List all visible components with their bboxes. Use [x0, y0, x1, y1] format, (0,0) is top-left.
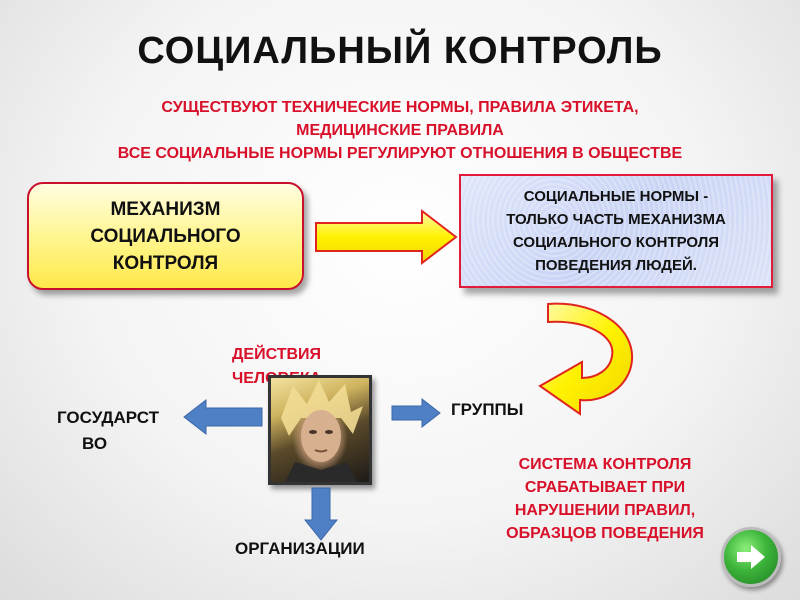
control-line-4: ОБРАЗЦОВ ПОВЕДЕНИЯ [506, 525, 704, 542]
next-slide-button[interactable] [721, 527, 781, 587]
norms-line-4: ПОВЕДЕНИЯ ЛЮДЕЙ. [535, 257, 697, 274]
person-portrait [268, 375, 372, 485]
subtitle-line-2: МЕДИЦИНСКИЕ ПРАВИЛА [296, 122, 504, 139]
state-line-1: ГОСУДАРСТ [57, 408, 159, 427]
mechanism-box: МЕХАНИЗМ СОЦИАЛЬНОГО КОНТРОЛЯ [27, 182, 304, 290]
mechanism-line-2: СОЦИАЛЬНОГО [90, 225, 241, 247]
norms-line-3: СОЦИАЛЬНОГО КОНТРОЛЯ [512, 234, 720, 251]
norms-line-2: ТОЛЬКО ЧАСТЬ МЕХАНИЗМА [506, 211, 726, 228]
state-label: ГОСУДАРСТ ВО [38, 405, 178, 457]
control-system-text: СИСТЕМА КОНТРОЛЯ СРАБАТЫВАЕТ ПРИ НАРУШЕН… [470, 453, 740, 545]
mechanism-line-1: МЕХАНИЗМ [110, 198, 221, 220]
right-blue-arrow-icon [391, 397, 441, 429]
state-line-2: ВО [82, 434, 108, 453]
subtitle-line-1: СУЩЕСТВУЮТ ТЕХНИЧЕСКИЕ НОРМЫ, ПРАВИЛА ЭТ… [161, 99, 639, 116]
control-line-3: НАРУШЕНИИ ПРАВИЛ, [514, 502, 696, 519]
groups-label: ГРУППЫ [451, 400, 524, 419]
right-arrow-icon [315, 209, 458, 265]
subtitle-line-3: ВСЕ СОЦИАЛЬНЫЕ НОРМЫ РЕГУЛИРУЮТ ОТНОШЕНИ… [117, 145, 683, 162]
norms-line-1: СОЦИАЛЬНЫЕ НОРМЫ - [523, 188, 709, 205]
slide-title: СОЦИАЛЬНЫЙ КОНТРОЛЬ [137, 30, 663, 72]
portrait-illustration [281, 380, 363, 482]
arrow-right-icon [737, 545, 765, 569]
left-arrow-icon [183, 398, 263, 436]
organizations-label: ОРГАНИЗАЦИИ [235, 539, 365, 558]
mechanism-line-3: КОНТРОЛЯ [112, 252, 219, 274]
down-arrow-icon [304, 487, 338, 541]
subtitle: СУЩЕСТВУЮТ ТЕХНИЧЕСКИЕ НОРМЫ, ПРАВИЛА ЭТ… [20, 96, 780, 165]
curved-arrow-icon [538, 302, 633, 416]
control-line-2: СРАБАТЫВАЕТ ПРИ [524, 479, 686, 496]
actions-line-1: ДЕЙСТВИЯ [232, 346, 322, 363]
control-line-1: СИСТЕМА КОНТРОЛЯ [518, 456, 692, 473]
norms-box: СОЦИАЛЬНЫЕ НОРМЫ - ТОЛЬКО ЧАСТЬ МЕХАНИЗМ… [459, 174, 773, 288]
